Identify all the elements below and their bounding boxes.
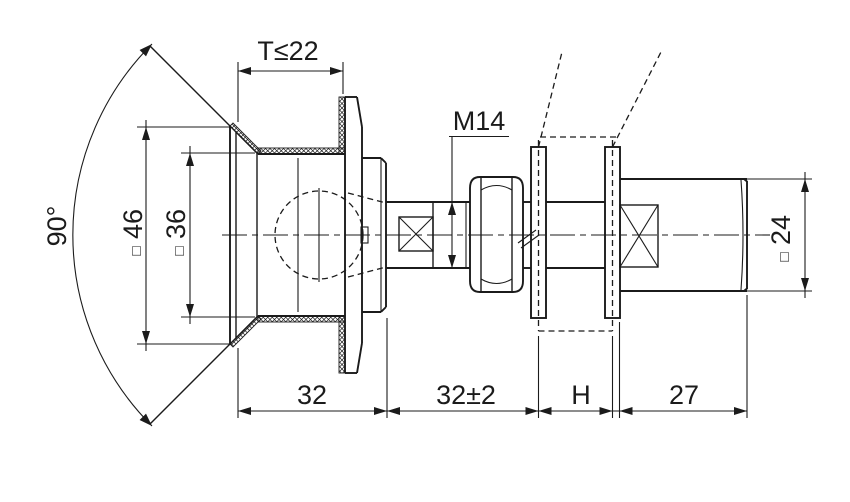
swivel-ball-hidden [274, 190, 387, 280]
label-dia-sleeve: 36 [161, 209, 191, 239]
dim-dia-36: 36 □ [161, 146, 255, 324]
thread-runout-tick [517, 229, 537, 244]
dim-length-chain: 32 32±2 H 27 [237, 295, 748, 418]
dia-symbol-glyph: □ [776, 252, 793, 261]
label-glass-thickness: T≤22 [257, 36, 318, 66]
label-dia-head: 46 [118, 209, 148, 239]
dim-glass-thickness: T≤22 [237, 36, 344, 122]
gasket-hatching [229, 96, 346, 374]
label-panel-thickness: H [571, 380, 591, 410]
label-len-body: 32 [297, 380, 327, 410]
dim-dia-24: 24 □ [747, 172, 812, 298]
flat-mark-left [398, 216, 434, 252]
dia-symbol-glyph: □ [128, 246, 145, 255]
end-rod [619, 178, 748, 292]
flange-disc [344, 96, 369, 374]
clamp-plates [530, 146, 621, 319]
hub [362, 157, 387, 313]
hex-nut [469, 176, 524, 293]
label-cone-angle: 90° [42, 206, 72, 247]
label-len-end: 27 [669, 380, 699, 410]
label-thread: M14 [453, 106, 506, 136]
glass-panel-phantom [537, 51, 662, 332]
label-len-stud: 32±2 [436, 380, 496, 410]
thread-runout-tick [520, 234, 540, 249]
threaded-stud [386, 201, 605, 269]
dia-symbol-glyph: □ [171, 246, 188, 255]
dim-dia-46: 46 □ [118, 120, 231, 351]
flat-mark-right [619, 204, 659, 268]
label-dia-rod: 24 [766, 215, 796, 245]
dim-angle-90: 90° [42, 43, 153, 427]
dim-thread-m14: M14 [448, 106, 509, 268]
pin-hole [360, 226, 369, 244]
